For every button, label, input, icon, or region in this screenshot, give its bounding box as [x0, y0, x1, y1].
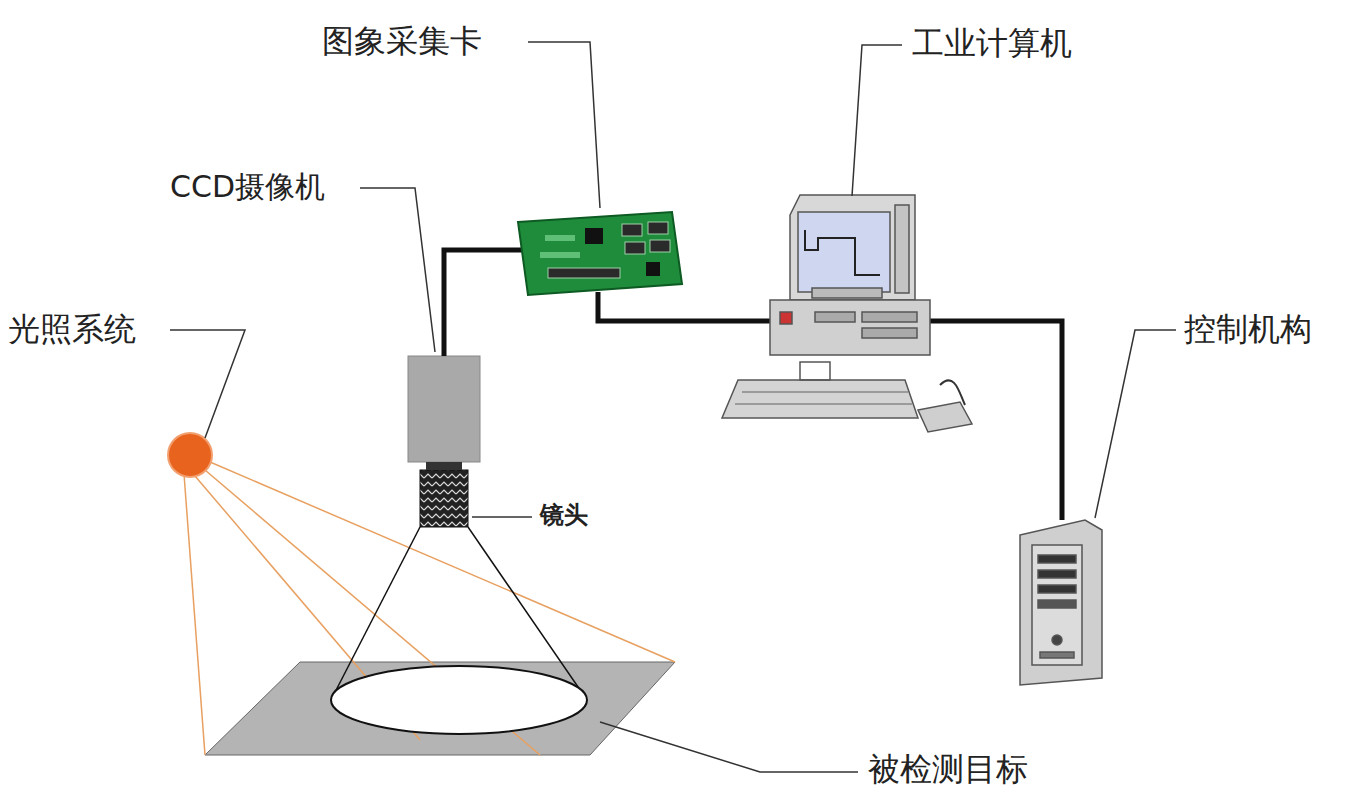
part-label: 镜头: [540, 502, 588, 528]
lens-mount: [426, 462, 462, 470]
part-label: 被检测目标: [868, 752, 1028, 787]
part-label: 图象采集卡: [322, 24, 482, 59]
part-label: 控制机构: [1184, 312, 1312, 347]
target-plate: [205, 662, 675, 755]
part-label: CCD摄像机: [170, 170, 325, 203]
industrial-computer: [722, 195, 972, 432]
light-rays: [184, 462, 675, 755]
ccd-camera: [408, 356, 480, 462]
part-label: 工业计算机: [912, 26, 1072, 61]
light-source: [168, 433, 212, 477]
leader-lines: [170, 42, 1176, 772]
field-of-view: [331, 666, 587, 734]
control-unit: [1020, 520, 1102, 685]
part-label: 光照系统: [8, 312, 136, 347]
capture-card: [518, 212, 682, 295]
lens: [420, 470, 468, 527]
